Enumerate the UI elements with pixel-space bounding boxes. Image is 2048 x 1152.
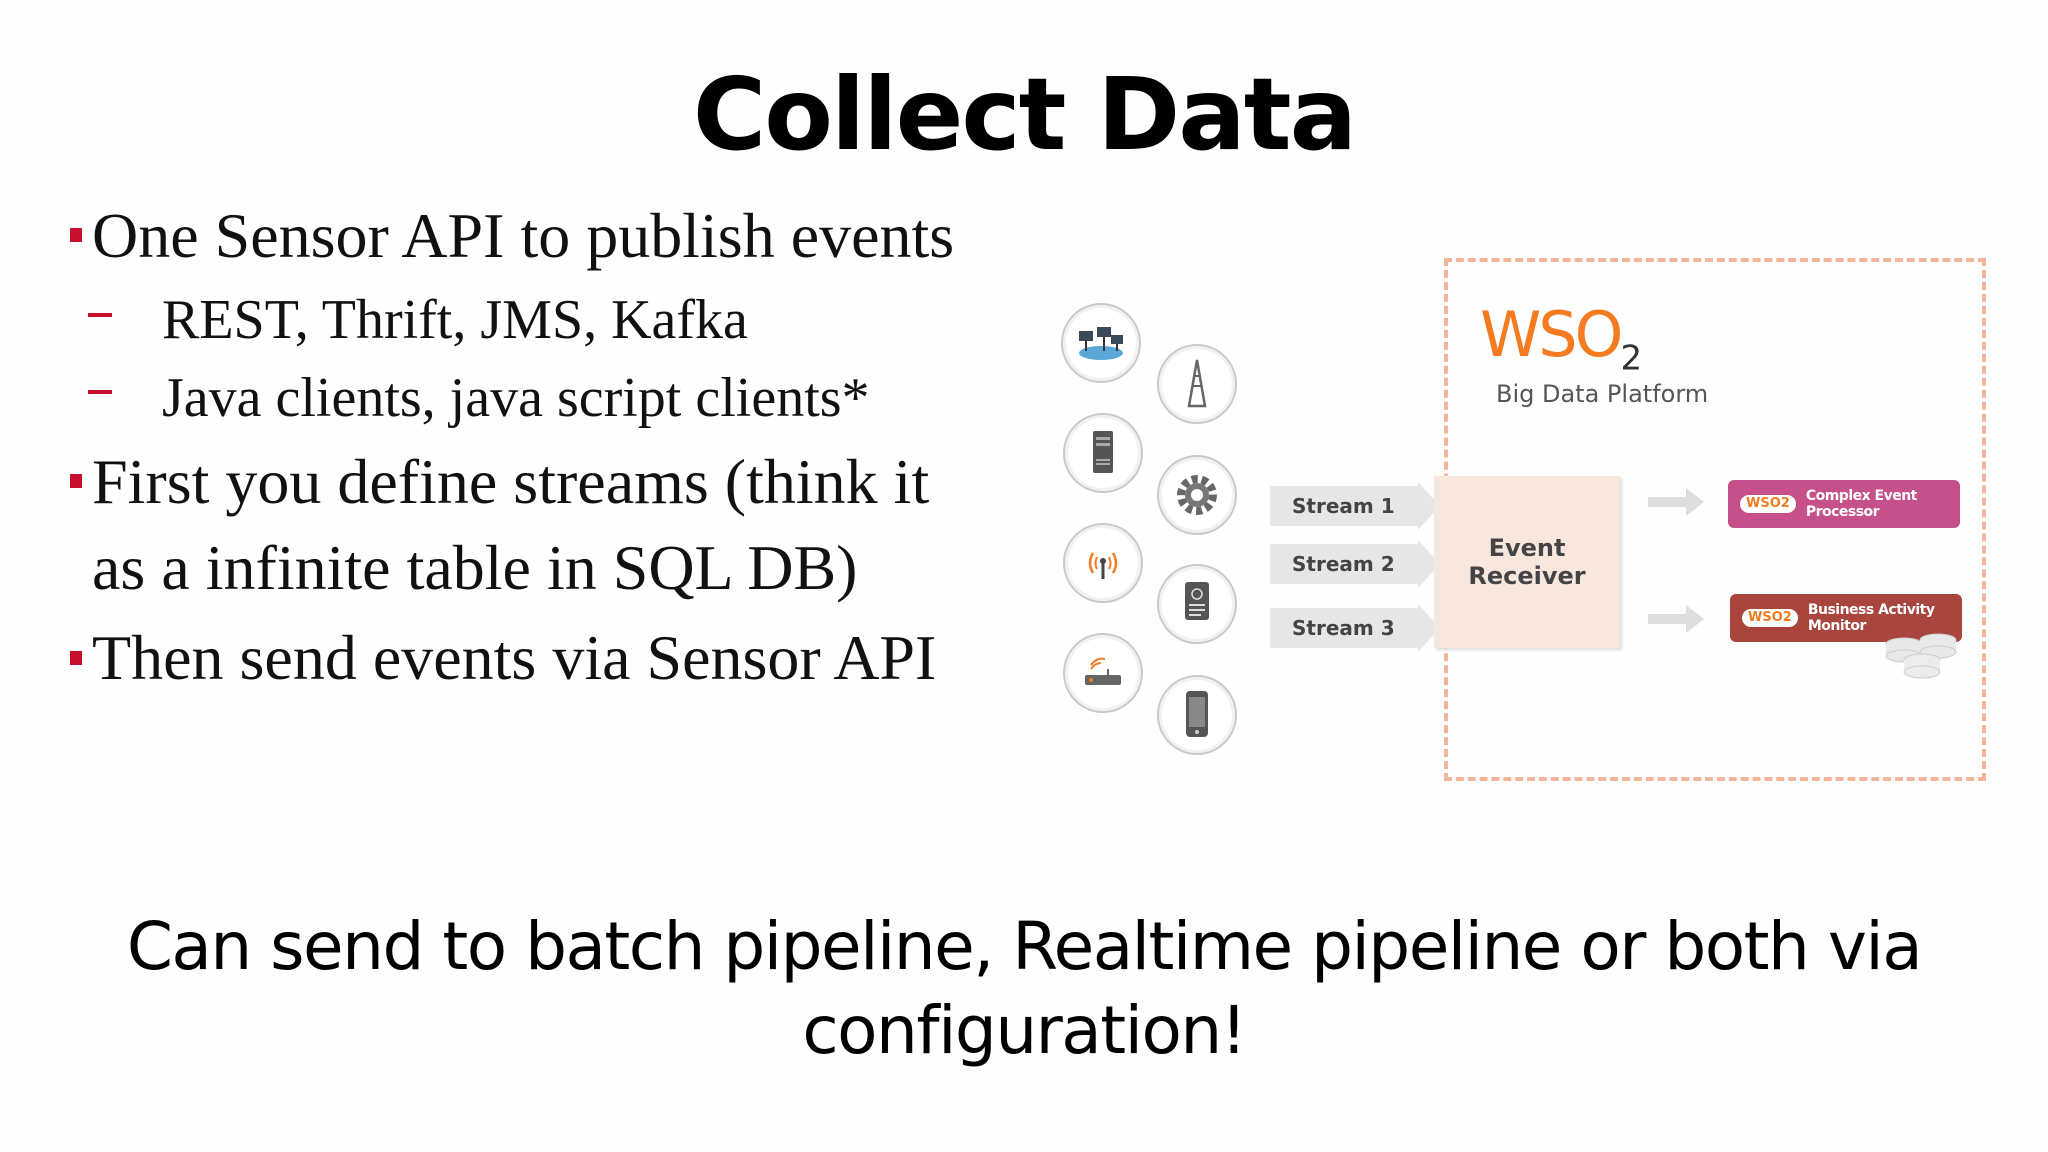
event-receiver-box: Event Receiver — [1434, 476, 1620, 648]
slide-title: Collect Data — [692, 56, 1357, 173]
footer-line-1: Can send to batch pipeline, Realtime pip… — [126, 908, 1923, 985]
arrow-to-bam — [1648, 614, 1686, 624]
bam-product: WSO2 Business Activity Monitor — [1730, 594, 1962, 642]
receiver-label-line-1: Event — [1488, 534, 1566, 562]
stream-1: Stream 1 — [1270, 486, 1418, 526]
network-icon — [1061, 303, 1141, 383]
bullet-marker — [70, 651, 82, 665]
bullet-3: Then send events via Sensor API — [92, 622, 937, 693]
footer-note: Can send to batch pipeline, Realtime pip… — [0, 905, 2048, 1073]
bullet-marker — [70, 228, 82, 242]
footer-line-2: configuration! — [802, 992, 1247, 1069]
bam-logo: WSO2 — [1742, 609, 1798, 627]
arrow-to-bam-head — [1686, 605, 1704, 633]
cep-product: WSO2 Complex Event Processor — [1728, 480, 1960, 528]
bullet-marker — [70, 474, 82, 488]
gear-icon — [1157, 455, 1237, 535]
phone-icon — [1157, 675, 1237, 755]
cep-name: Complex Event Processor — [1805, 488, 1918, 520]
sub-bullet-dash — [88, 313, 112, 317]
arrow-to-cep-head — [1686, 488, 1704, 516]
platform-name: Big Data Platform — [1496, 380, 1709, 408]
wifi-antenna-icon — [1063, 523, 1143, 603]
sub-bullet-1: REST, Thrift, JMS, Kafka — [162, 289, 748, 351]
bullet-1: One Sensor API to publish events — [92, 200, 955, 271]
document-icon — [1157, 564, 1237, 644]
database-icon — [1885, 633, 1957, 679]
arrow-to-cep — [1648, 497, 1686, 507]
receiver-label-line-2: Receiver — [1468, 562, 1586, 590]
sub-bullet-dash — [88, 390, 112, 394]
bullet-2-line-1: First you define streams (think it — [92, 446, 930, 517]
bam-name: Business Activity Monitor — [1807, 602, 1935, 634]
stream-3: Stream 3 — [1270, 608, 1418, 648]
bullet-2-line-2: as a infinite table in SQL DB) — [92, 532, 858, 603]
sub-bullet-2: Java clients, java script clients* — [162, 367, 870, 429]
router-icon — [1063, 633, 1143, 713]
server-icon — [1063, 413, 1143, 493]
cep-logo: WSO2 — [1740, 495, 1796, 513]
tower-icon — [1157, 344, 1237, 424]
stream-2: Stream 2 — [1270, 544, 1418, 584]
wso2-logo: WSO2 — [1480, 298, 1642, 379]
